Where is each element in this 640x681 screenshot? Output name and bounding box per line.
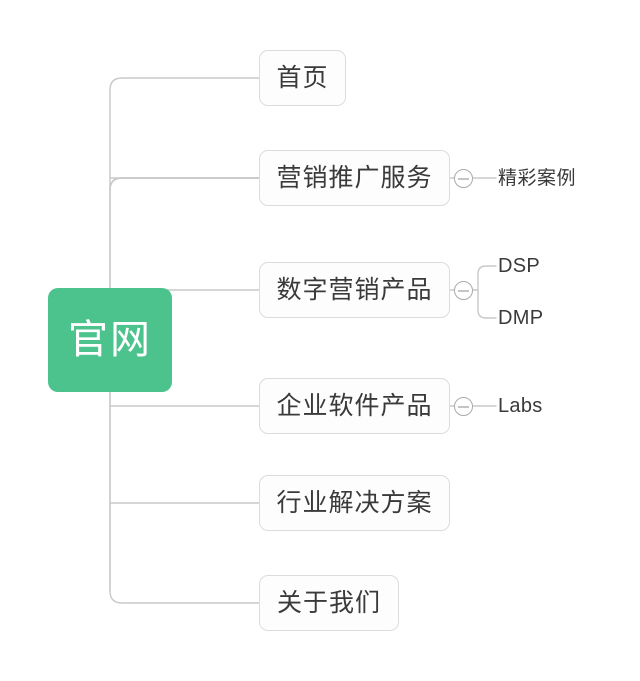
branch-node-enterprise[interactable]: 企业软件产品 [259,378,450,434]
root-node-label: 官网 [68,318,152,362]
branch-node-digital[interactable]: 数字营销产品 [259,262,450,318]
branch-node-home[interactable]: 首页 [259,50,346,106]
branch-wire-1 [109,177,260,191]
branch-node-about-label: 关于我们 [276,588,381,617]
root-node[interactable]: 官网 [48,288,172,392]
wire-to-dmp [477,289,497,319]
branch-node-about[interactable]: 关于我们 [259,575,399,631]
leaf-node-cases-label: 精彩案例 [498,168,577,189]
branch-node-digital-label: 数字营销产品 [276,275,433,304]
minus-circle-icon-enterprise[interactable] [454,397,473,416]
wire-to-home [109,77,260,91]
leaf-node-labs[interactable]: Labs [498,396,543,416]
minus-circle-icon-digital[interactable] [454,281,473,300]
leaf-node-dsp[interactable]: DSP [498,256,540,276]
minus-circle-icon-marketing[interactable] [454,169,473,188]
branch-node-industry-label: 行业解决方案 [276,488,433,517]
branch-node-home-label: 首页 [276,63,329,92]
leaf-node-labs-label: Labs [498,395,543,417]
wire-to-dsp [477,265,497,291]
wire-to-about [109,590,260,604]
branch-node-marketing-label: 营销推广服务 [276,163,433,192]
leaf-node-cases[interactable]: 精彩案例 [498,169,576,188]
leaf-node-dmp-label: DMP [498,307,544,329]
leaf-node-dsp-label: DSP [498,255,541,277]
leaf-node-dmp[interactable]: DMP [498,308,543,328]
branch-node-industry[interactable]: 行业解决方案 [259,475,450,531]
branch-node-marketing[interactable]: 营销推广服务 [259,150,450,206]
branch-node-enterprise-label: 企业软件产品 [276,391,433,420]
